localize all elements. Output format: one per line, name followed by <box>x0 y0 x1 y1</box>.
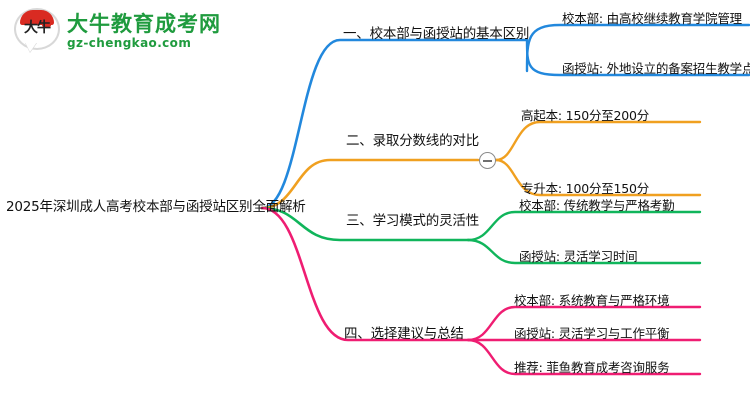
leaf-node-4-3[interactable]: 推荐: 菲鱼教育成考咨询服务 <box>514 360 670 375</box>
leaf-node-4-2[interactable]: 函授站: 灵活学习与工作平衡 <box>514 326 670 341</box>
leaf-node-1-2[interactable]: 函授站: 外地设立的备案招生教学点 <box>562 61 750 76</box>
logo-subtitle: gz-chengkao.com <box>67 35 192 50</box>
branch-2-connectors <box>260 120 702 210</box>
logo-text-group: 大牛教育成考网 gz-chengkao.com <box>67 13 221 50</box>
logo-cap-dot-shape <box>42 16 51 27</box>
branch-node-1[interactable]: 一、校本部与函授站的基本区别 <box>343 26 530 42</box>
branch-1-connectors <box>260 23 750 210</box>
leaf-node-3-2[interactable]: 函授站: 灵活学习时间 <box>519 249 638 264</box>
logo-mark-text: 大牛 <box>24 20 51 36</box>
branch-node-2[interactable]: 二、录取分数线的对比 <box>346 133 479 149</box>
mindmap-root-node[interactable]: 2025年深圳成人高考校本部与函授站区别全面解析 <box>6 199 306 215</box>
branch-node-4[interactable]: 四、选择建议与总结 <box>344 326 464 342</box>
logo-badge-icon: 大牛 <box>14 8 60 54</box>
branch-node-3[interactable]: 三、学习模式的灵活性 <box>346 213 479 229</box>
minus-circle-icon[interactable] <box>479 152 496 169</box>
branch-4-connectors <box>260 206 702 376</box>
leaf-node-2-1[interactable]: 高起本: 150分至200分 <box>521 108 650 123</box>
leaf-node-1-1[interactable]: 校本部: 由高校继续教育学院管理 <box>562 11 742 26</box>
branch-3-connectors <box>260 206 702 265</box>
leaf-node-4-1[interactable]: 校本部: 系统教育与严格环境 <box>514 293 670 308</box>
leaf-node-3-1[interactable]: 校本部: 传统教学与严格考勤 <box>519 198 675 213</box>
logo-title: 大牛教育成考网 <box>67 11 221 36</box>
leaf-node-2-2[interactable]: 专升本: 100分至150分 <box>521 181 650 196</box>
logo-bubble-tail-shape <box>25 42 37 52</box>
site-logo: 大牛 大牛教育成考网 gz-chengkao.com <box>14 8 221 54</box>
